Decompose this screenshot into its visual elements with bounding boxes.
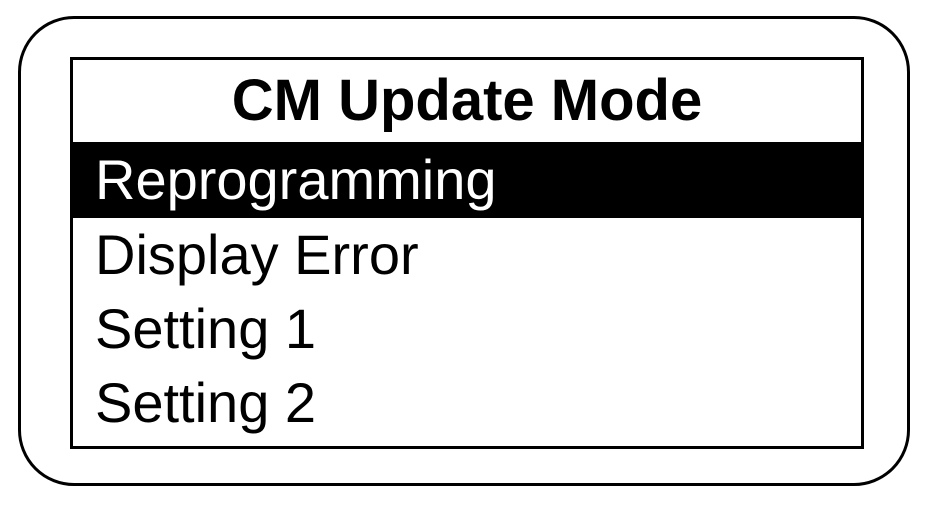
menu-item-setting-2[interactable]: Setting 2: [73, 366, 861, 440]
menu-item-display-error[interactable]: Display Error: [73, 218, 861, 292]
screen-title: CM Update Mode: [231, 68, 703, 133]
menu-list: Reprogramming Display Error Setting 1 Se…: [73, 142, 861, 440]
menu-item-reprogramming[interactable]: Reprogramming: [73, 142, 861, 218]
lcd-screen: CM Update Mode Reprogramming Display Err…: [70, 57, 864, 449]
menu-item-setting-1[interactable]: Setting 1: [73, 292, 861, 366]
